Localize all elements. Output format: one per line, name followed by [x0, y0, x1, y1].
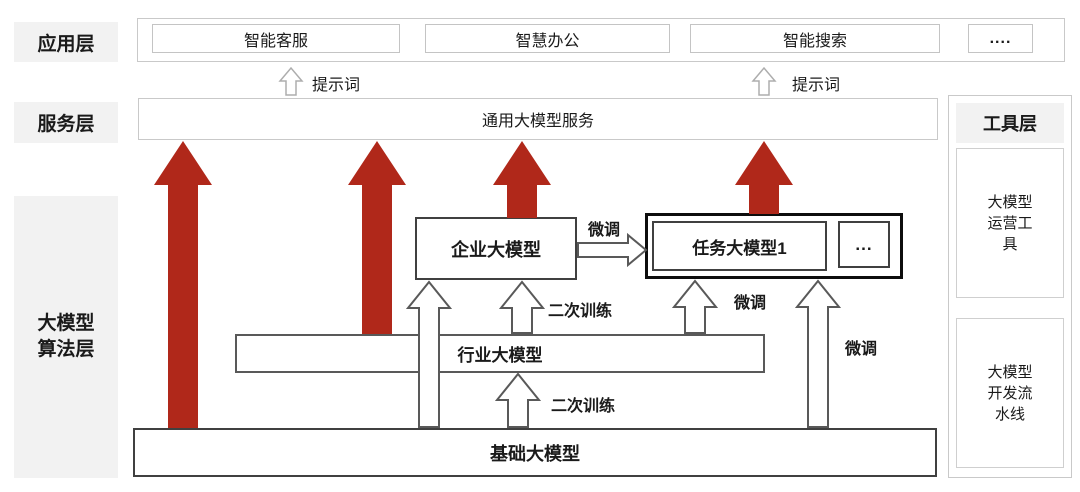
red-up-arrow-2: [348, 141, 406, 334]
industry-model-box: 行业大模型: [235, 334, 765, 373]
finetune-label-task: 微调: [734, 295, 767, 312]
prompt-label-right: 提示词: [792, 77, 841, 94]
task-model-more-box: ...: [838, 221, 890, 268]
service-layer-label: 服务层: [14, 102, 118, 143]
red-up-arrow-4: [735, 141, 793, 214]
task-model-1-box: 任务大模型1: [652, 221, 827, 271]
finetune-label-right: 微调: [845, 341, 878, 358]
algo-layer-label: 大模型 算法层: [14, 196, 118, 478]
prompt-arrow-right: [751, 66, 777, 96]
finetune-label-horizontal: 微调: [588, 222, 621, 239]
enterprise-model-box: 企业大模型: [415, 217, 577, 280]
prompt-arrow-left: [278, 66, 304, 96]
retrain-label-bottom: 二次训练: [551, 398, 616, 415]
red-up-arrow-3: [493, 141, 551, 218]
base-model-box: 基础大模型: [133, 428, 937, 477]
tools-layer-container: [948, 95, 1072, 478]
retrain-label-mid: 二次训练: [548, 303, 613, 320]
finetune-arrow-industry-to-task: [671, 279, 719, 334]
tool-box-llm-ops: 大模型 运营工 具: [956, 148, 1064, 298]
tall-finetune-arrow-base-to-task: [794, 279, 842, 428]
app-item-more: ....: [968, 24, 1033, 53]
app-item-customer-service: 智能客服: [152, 24, 400, 53]
tools-layer-label: 工具层: [956, 103, 1064, 143]
tool-box-llm-pipeline: 大模型 开发流 水线: [956, 318, 1064, 468]
app-item-smart-search: 智能搜索: [690, 24, 940, 53]
retrain-arrow-base-to-industry: [494, 372, 542, 428]
retrain-arrow-industry-to-enterprise: [498, 280, 546, 334]
general-llm-service-box: 通用大模型服务: [138, 98, 938, 140]
app-layer-label: 应用层: [14, 22, 118, 62]
red-up-arrow-1: [154, 141, 212, 428]
app-item-smart-office: 智慧办公: [425, 24, 670, 53]
prompt-label-left: 提示词: [312, 77, 361, 94]
